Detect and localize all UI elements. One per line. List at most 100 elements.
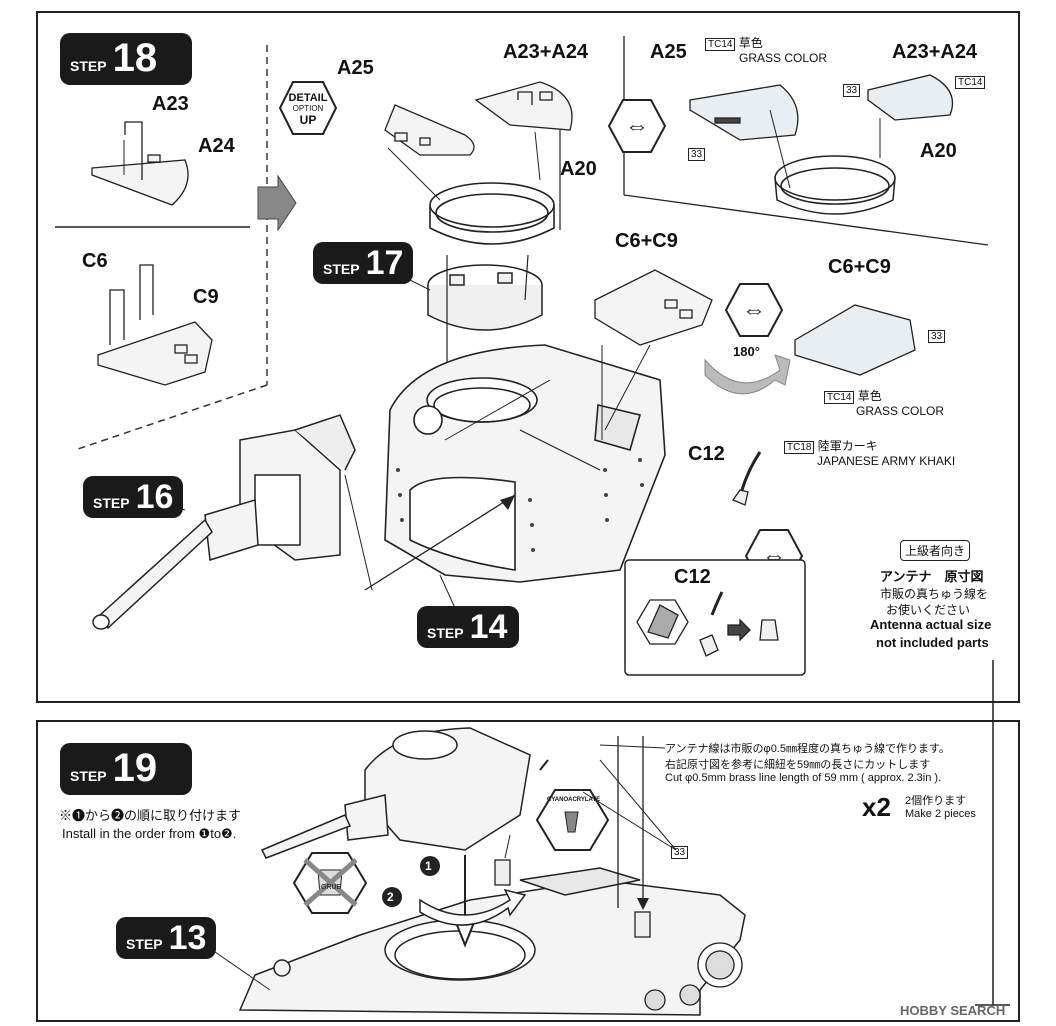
paint-code-tc14-b: TC14 bbox=[955, 74, 986, 90]
a20-ring-drawing bbox=[429, 182, 555, 245]
order-number-1: 1 bbox=[425, 859, 432, 873]
part-label-a20: A20 bbox=[560, 158, 597, 180]
part-label-c6: C6 bbox=[82, 250, 108, 272]
paint-callout-tc14-c: TC14 草色 bbox=[824, 389, 882, 405]
hobby-search-watermark: HOBBY SEARCH bbox=[900, 1003, 1005, 1018]
part-label-c9: C9 bbox=[193, 286, 219, 308]
gun-drawing bbox=[92, 414, 356, 630]
part-label-a25-painted: A25 bbox=[650, 41, 687, 63]
paint-name-tc14-c: GRASS COLOR bbox=[856, 404, 945, 418]
step-18-badge: STEP 18 bbox=[60, 33, 192, 85]
c12-detail-box bbox=[624, 559, 806, 676]
antenna-note-en: Cut φ0.5mm brass line length of 59 mm ( … bbox=[665, 772, 942, 784]
svg-text:⇔: ⇔ bbox=[742, 297, 766, 324]
step-word: STEP bbox=[126, 936, 163, 952]
part-label-a23: A23 bbox=[152, 93, 189, 115]
c6-c9-painted-drawing bbox=[794, 304, 916, 376]
a20-right-ring-drawing bbox=[774, 155, 896, 215]
turret-drawing bbox=[384, 344, 666, 583]
detail-option-up-badge: DETAIL OPTION UP bbox=[278, 80, 338, 136]
quantity-jp: 2個作ります bbox=[905, 795, 967, 807]
install-order-jp: ※❶から❷の順に取り付けます bbox=[59, 808, 242, 823]
paint-code: TC14 bbox=[955, 76, 986, 89]
part-label-c12: C12 bbox=[688, 443, 725, 465]
part-label-a20-painted: A20 bbox=[920, 140, 957, 162]
paint-code: TC18 bbox=[784, 441, 815, 454]
step-arrow bbox=[257, 174, 297, 232]
step-17-badge: STEP 17 bbox=[313, 242, 413, 284]
antenna-en1: Antenna actual size bbox=[870, 617, 992, 632]
paint-name-tc18: JAPANESE ARMY KHAKI bbox=[817, 454, 956, 468]
paint-callout-tc18: TC18 陸軍カーキ bbox=[784, 439, 878, 455]
detail-line: DETAIL bbox=[288, 92, 328, 104]
step-word: STEP bbox=[93, 495, 130, 511]
paint-jp: 草色 bbox=[857, 389, 882, 403]
cyanoacrylate-label: CYANOACRYLATE bbox=[547, 797, 601, 803]
tank-hull-drawing bbox=[238, 867, 746, 1016]
c6-c9-assembly-drawing bbox=[594, 269, 713, 346]
paint-jp: 陸軍カーキ bbox=[817, 439, 878, 453]
ref-33-a: 33 bbox=[688, 146, 706, 162]
watermark-text: HOBBY SEARCH bbox=[900, 1003, 1006, 1018]
part-label-c12-detail: C12 bbox=[674, 566, 711, 588]
step-number: 17 bbox=[365, 244, 404, 282]
step-13-badge: STEP 13 bbox=[116, 917, 216, 959]
c12-detail-drawing bbox=[636, 591, 779, 657]
turret-19-drawing bbox=[260, 727, 549, 859]
svg-text:⇔: ⇔ bbox=[625, 113, 649, 140]
cupola-base-drawing bbox=[427, 264, 543, 331]
paint-code: TC14 bbox=[824, 391, 855, 404]
step-14-badge: STEP 14 bbox=[417, 606, 519, 648]
part-label-c6-c9-painted: C6+C9 bbox=[828, 256, 891, 278]
no-glue-icon bbox=[292, 852, 368, 914]
step-number: 14 bbox=[469, 608, 508, 646]
step-word: STEP bbox=[70, 58, 107, 74]
antenna-jp2: お使いください bbox=[886, 603, 971, 617]
part-label-c6-c9: C6+C9 bbox=[615, 230, 678, 252]
up-line: UP bbox=[299, 113, 317, 127]
install-order-en: Install in the order from ❶to❷. bbox=[62, 826, 237, 841]
antenna-title: アンテナ 原寸図 bbox=[880, 569, 984, 584]
step-word: STEP bbox=[323, 261, 360, 277]
a25-hatch-drawing bbox=[384, 104, 475, 156]
rotate-arrow bbox=[704, 354, 791, 395]
paint-jp: 草色 bbox=[738, 36, 763, 50]
antenna-note-jp2: 右記原寸図を参考に細紐を59㎜の長さにカットします bbox=[665, 759, 931, 771]
step-number: 19 bbox=[112, 746, 158, 790]
step-number: 16 bbox=[135, 478, 174, 516]
advanced-badge: 上級者向き bbox=[900, 540, 971, 561]
tank-track-drawing bbox=[644, 942, 743, 1011]
question-hex-icon-2: ⇔ bbox=[724, 283, 784, 337]
step-word: STEP bbox=[427, 625, 464, 641]
order-number-2: 2 bbox=[387, 890, 394, 904]
c6-c9-plate-drawing bbox=[97, 264, 213, 386]
step-word: STEP bbox=[70, 768, 107, 784]
glue-label: GRUE bbox=[321, 884, 342, 891]
rotate-label: 180° bbox=[733, 344, 760, 359]
paint-code: TC14 bbox=[705, 38, 736, 51]
antenna-jp1: 市販の真ちゅう線を bbox=[880, 587, 989, 601]
part-label-a23-a24: A23+A24 bbox=[503, 41, 589, 63]
option-line: OPTION bbox=[292, 104, 324, 113]
part-label-a25: A25 bbox=[337, 57, 374, 79]
c12-mount-drawing bbox=[732, 451, 762, 506]
antenna-note-jp1: アンテナ線は市販のφ0.5㎜程度の真ちゅう線で作ります。 bbox=[665, 743, 950, 755]
step-16-badge: STEP 16 bbox=[83, 476, 183, 518]
step-number: 13 bbox=[168, 919, 207, 957]
rotate-install-arrow bbox=[419, 888, 527, 926]
paint-callout-tc14-a: TC14 草色 bbox=[705, 36, 763, 52]
a23-a24-hatch-drawing bbox=[474, 81, 573, 131]
ref-33-b: 33 bbox=[843, 82, 861, 98]
a23-a24-painted-drawing bbox=[867, 74, 954, 121]
question-hex-icon-1: ⇔ bbox=[607, 99, 667, 153]
ref-33-d: 33 bbox=[671, 844, 689, 860]
part-label-a24: A24 bbox=[198, 135, 235, 157]
a25-painted-drawing bbox=[689, 84, 799, 141]
part-label-a23-a24-painted: A23+A24 bbox=[892, 41, 978, 63]
step-number: 18 bbox=[112, 36, 158, 80]
quantity-multiplier: x2 bbox=[862, 792, 891, 822]
quantity-en: Make 2 pieces bbox=[905, 808, 976, 820]
antenna-en2: not included parts bbox=[876, 635, 989, 650]
step-19-badge: STEP 19 bbox=[60, 743, 192, 795]
